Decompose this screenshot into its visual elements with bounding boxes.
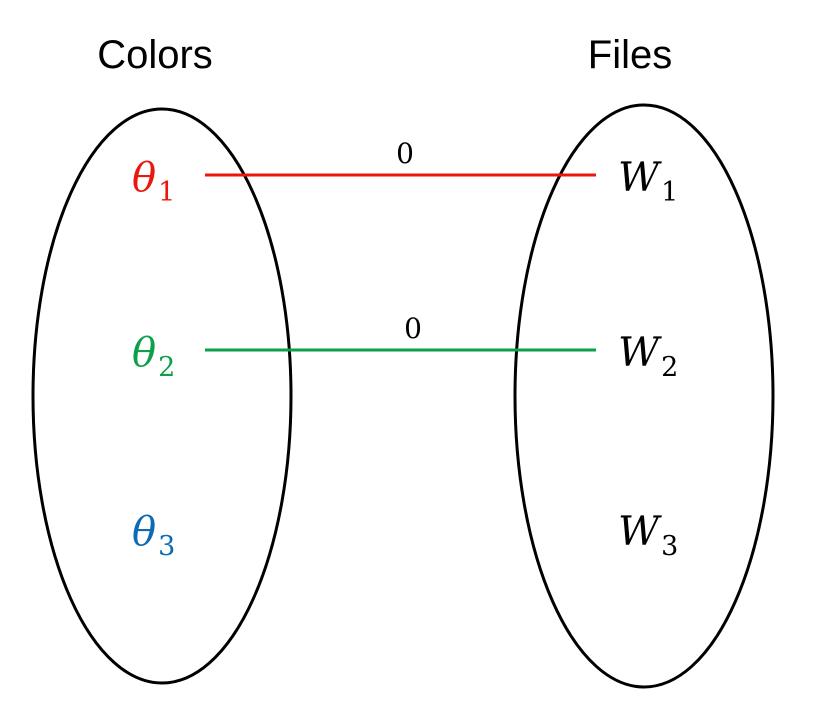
right-node-w-1: W1 <box>618 155 678 208</box>
node-subscript: 3 <box>661 531 678 562</box>
left-node-theta-2: θ2 <box>132 330 175 383</box>
node-symbol: W <box>618 509 662 555</box>
edge-label: 0 <box>404 312 422 345</box>
right-set-ellipse <box>513 103 775 689</box>
left-node-theta-3: θ3 <box>132 509 175 562</box>
right-set-title: Files <box>588 33 672 77</box>
left-node-theta-1: θ1 <box>132 155 175 208</box>
node-subscript: 2 <box>661 352 678 383</box>
node-symbol: θ <box>132 330 156 376</box>
node-symbol: θ <box>132 509 156 555</box>
right-node-w-2: W2 <box>618 330 678 383</box>
left-set-title: Colors <box>97 33 213 77</box>
node-subscript: 3 <box>158 531 175 562</box>
right-node-w-3: W3 <box>618 509 678 562</box>
node-symbol: W <box>618 330 662 376</box>
node-symbol: θ <box>132 155 156 201</box>
node-subscript: 1 <box>158 177 175 208</box>
node-symbol: W <box>618 155 662 201</box>
edge-label: 0 <box>396 137 414 170</box>
node-subscript: 1 <box>661 177 678 208</box>
left-set-ellipse <box>31 107 293 685</box>
node-subscript: 2 <box>158 352 175 383</box>
